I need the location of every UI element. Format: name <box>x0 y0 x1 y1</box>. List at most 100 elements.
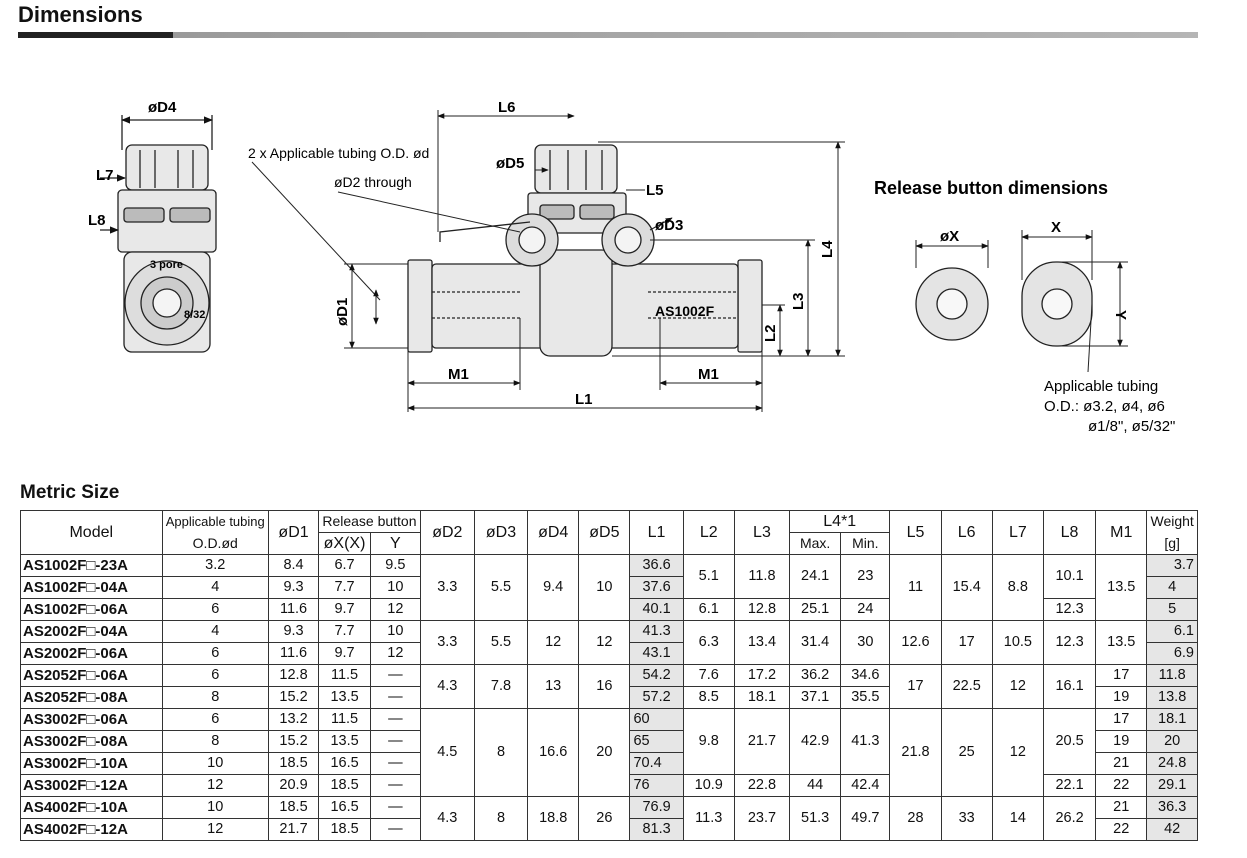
cell: 24 <box>840 598 891 621</box>
cell: 6.1 <box>682 598 735 621</box>
label-l2: L2 <box>762 324 779 342</box>
col-model: Model <box>20 510 163 555</box>
cell: 42.9 <box>789 708 842 775</box>
release-y: Y <box>1112 310 1129 320</box>
table-row: AS2052F□-06A 6 12.8 11.5 — 4.3 7.8 13 16… <box>20 664 1198 709</box>
cell: 25.1 <box>789 598 842 621</box>
cell: 41.3 <box>840 708 891 775</box>
cell: — <box>369 730 421 753</box>
cell: 40.1 <box>629 598 684 621</box>
cell: — <box>369 708 421 731</box>
cell: 60 <box>629 708 684 731</box>
cell: 4 <box>1146 576 1198 599</box>
cell: 20.9 <box>267 774 320 797</box>
cell: 17 <box>1095 708 1148 731</box>
cell: 12.8 <box>267 664 320 687</box>
label-d5: øD5 <box>496 155 524 172</box>
cell: 81.3 <box>629 818 684 841</box>
cell: 7.6 <box>682 664 735 687</box>
cell: 8.4 <box>267 554 320 577</box>
cell: 22.5 <box>940 664 993 709</box>
cell: 20 <box>1146 730 1198 753</box>
col-weight: Weight <box>1146 510 1198 533</box>
cell: 16.1 <box>1042 664 1097 709</box>
cell: 21.7 <box>267 818 320 841</box>
cell: 12 <box>578 620 631 665</box>
cell: — <box>369 686 421 709</box>
table-title: Metric Size <box>20 482 120 503</box>
release-note-3: ø1/8", ø5/32" <box>1088 418 1175 435</box>
cell: 22 <box>1095 818 1148 841</box>
side-mark-1: 3 pore <box>150 259 183 271</box>
cell: 21 <box>1095 796 1148 819</box>
cell: 9.3 <box>267 620 320 643</box>
cell: 35.5 <box>840 686 891 709</box>
cell: 33 <box>940 796 993 841</box>
col-tubing-od: O.D.ød <box>161 532 269 555</box>
cell: 12 <box>527 620 580 665</box>
cell: 10 <box>161 796 269 819</box>
table-row: AS2052F□-08A 8 15.2 13.5 — 57.2 8.5 18.1… <box>20 686 1198 709</box>
cell: 9.3 <box>267 576 320 599</box>
cell: 30 <box>840 620 891 665</box>
release-dx: øX <box>940 228 959 245</box>
col-l6: L6 <box>940 510 993 555</box>
cell: 25 <box>940 708 993 797</box>
cell: 11.6 <box>267 642 320 665</box>
cell: 5 <box>1146 598 1198 621</box>
cell: 16.6 <box>527 708 580 797</box>
cell: 4 <box>161 576 269 599</box>
cell: 12 <box>991 664 1044 709</box>
label-d3: øD3 <box>655 217 683 234</box>
model-cell: AS2002F□-06A <box>20 642 163 665</box>
cell: 10 <box>369 620 421 643</box>
cell: 18.5 <box>267 796 320 819</box>
cell: 57.2 <box>629 686 684 709</box>
col-l4-min: Min. <box>840 532 891 555</box>
cell: 17 <box>1095 664 1148 687</box>
header-row-1: Model Applicable tubing øD1 Release butt… <box>20 510 1198 555</box>
cell: 6.3 <box>682 620 735 665</box>
label-l8: L8 <box>88 212 106 229</box>
cell: 12.3 <box>1042 598 1097 621</box>
release-title: Release button dimensions <box>874 178 1108 198</box>
table-row: AS2002F□-04A 4 9.3 7.7 10 3.3 5.5 12 12 … <box>20 620 1198 665</box>
col-y: Y <box>369 532 421 555</box>
col-weight-unit: [g] <box>1146 532 1198 555</box>
cell: 76 <box>629 774 684 797</box>
model-cell: AS2052F□-08A <box>20 686 163 709</box>
model-cell: AS3002F□-08A <box>20 730 163 753</box>
cell: 28 <box>889 796 942 841</box>
cell: 9.5 <box>369 554 421 577</box>
cell: 42.4 <box>840 774 891 797</box>
cell: 12.3 <box>1042 620 1097 665</box>
cell: 12 <box>369 598 421 621</box>
cell: 70.4 <box>629 752 684 775</box>
cell: 6 <box>161 708 269 731</box>
cell: 5.5 <box>473 620 529 665</box>
cell: 15.2 <box>267 730 320 753</box>
model-cell: AS4002F□-10A <box>20 796 163 819</box>
cell: 11.5 <box>318 708 371 731</box>
cell: — <box>369 818 421 841</box>
table-row: AS3002F□-08A 8 15.2 13.5 — 65 19 20 <box>20 730 1198 753</box>
cell: 18.5 <box>318 774 371 797</box>
cell: 26 <box>578 796 631 841</box>
cell: 11.5 <box>318 664 371 687</box>
cell: 4.3 <box>419 664 475 709</box>
col-l2: L2 <box>682 510 735 555</box>
label-l3: L3 <box>790 292 807 310</box>
cell: 10.9 <box>682 774 735 797</box>
table-row: AS4002F□-10A 10 18.5 16.5 — 4.3 8 18.8 2… <box>20 796 1198 841</box>
cell: 18.5 <box>318 818 371 841</box>
cell: 29.1 <box>1146 774 1198 797</box>
cell: 37.6 <box>629 576 684 599</box>
cell: 31.4 <box>789 620 842 665</box>
cell: 42 <box>1146 818 1198 841</box>
cell: 37.1 <box>789 686 842 709</box>
cell: 5.1 <box>682 554 735 599</box>
cell: 13.5 <box>318 730 371 753</box>
cell: 17 <box>889 664 942 709</box>
model-cell: AS3002F□-12A <box>20 774 163 797</box>
table-row: AS3002F□-12A 12 20.9 18.5 — 76 10.9 22.8… <box>20 774 1198 797</box>
